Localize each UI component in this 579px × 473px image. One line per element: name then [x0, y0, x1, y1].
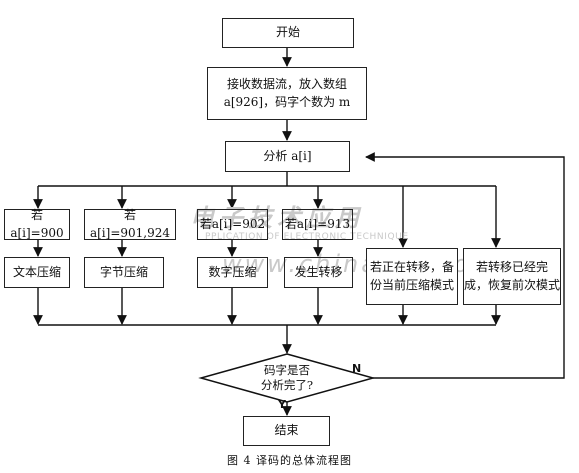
figure-caption: 图 4 译码的总体流程图 [227, 454, 352, 467]
condition-900-node: 若a[i]=900 [4, 208, 70, 240]
end-node: 结束 [243, 416, 330, 446]
receive-data-node: 接收数据流，放入数组 a[926]，码字个数为 m [207, 67, 367, 120]
decision-label: 码字是否 分析完了? [260, 363, 314, 392]
send-shift-node: 发生转移 [284, 257, 353, 288]
if-shift-done-node: 若转移已经完 成，恢复前次模式 [463, 248, 561, 305]
no-branch-label: N [352, 362, 362, 375]
yes-branch-label: Y [278, 398, 286, 411]
condition-902-node: 若a[i]=902 [197, 209, 268, 240]
condition-913-node: 若a[i]=913 [282, 209, 353, 240]
numeric-compress-node: 数字压缩 [197, 257, 268, 288]
loop-no-back-to-analyze [365, 152, 565, 379]
if-shifting-node: 若正在转移，备 份当前压缩模式 [366, 248, 458, 305]
analyze-node: 分析 a[i] [225, 141, 350, 172]
byte-compress-node: 字节压缩 [84, 257, 164, 288]
text-compress-node: 文本压缩 [4, 257, 70, 288]
condition-901-924-node: 若a[i]=901,924 [84, 208, 176, 240]
start-node: 开始 [222, 18, 354, 48]
